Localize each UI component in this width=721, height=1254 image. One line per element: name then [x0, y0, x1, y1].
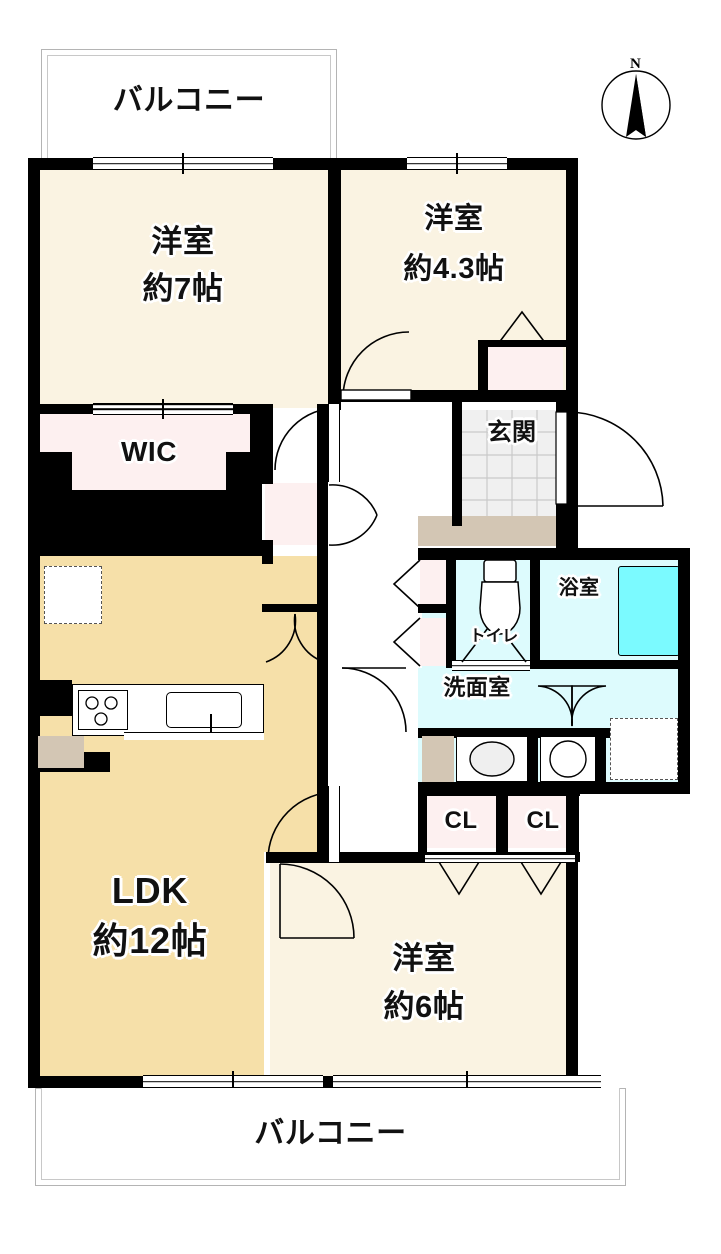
- toilet-surround-left: [400, 556, 422, 668]
- door-toilet-sliding: [452, 660, 530, 671]
- toilet-fixture: [479, 559, 521, 635]
- wall-cl-mid: [496, 790, 508, 862]
- door-hall-closet-b: [392, 617, 421, 667]
- closet-fill-mid-upper: [265, 483, 327, 545]
- kitchen-counter-edge: [124, 732, 264, 740]
- door-senmenshitsu: [341, 667, 407, 733]
- window-room6-bottom-tick: [466, 1071, 468, 1092]
- closet-fill-wic-lower: [70, 454, 228, 490]
- closet-fill-hall-b: [420, 618, 448, 666]
- door-room43: [340, 331, 412, 401]
- wall-outer-right-upper: [566, 158, 578, 560]
- door-corridor-top-panel: [328, 404, 340, 482]
- wall-hall-closet-sep: [418, 604, 448, 613]
- kitchen-side-cabinet: [38, 736, 84, 768]
- door-ldk: [267, 791, 337, 861]
- door-room43-closet: [497, 310, 547, 345]
- wall-corridor-right-upper: [317, 404, 328, 486]
- kitchen-stove-burners: [85, 696, 118, 726]
- window-ldk-bottom-tick: [232, 1071, 234, 1092]
- compass-north-label: N: [630, 56, 641, 72]
- wall-corridor-left-mid: [262, 540, 273, 564]
- wall-wic-bottom: [38, 490, 262, 556]
- wall-corridor-right-lower: [317, 612, 328, 862]
- compass-icon: N: [596, 56, 676, 145]
- door-hall-closet-a: [392, 559, 421, 609]
- wall-toilet-left: [446, 556, 456, 668]
- bathtub: [618, 566, 680, 656]
- window-room7-bottom: [93, 403, 233, 405]
- closet-fill-washitsu43-closet: [487, 345, 563, 391]
- wall-senmen-vanity-sep: [528, 728, 538, 784]
- closet-fill-wic: [38, 412, 260, 454]
- window-room43-top-tick: [456, 153, 458, 174]
- door-washer-fold: [537, 685, 607, 727]
- wall-genkan-right-lower: [556, 496, 567, 548]
- kitchen-sink: [166, 692, 242, 728]
- genkan-tile-grid: [462, 410, 562, 522]
- wall-room6-top-left: [266, 852, 426, 863]
- door-closet-mid-upper: [328, 484, 378, 546]
- room-fill-washitsu-6: [270, 862, 578, 1080]
- wall-room43-closet-left: [478, 340, 488, 402]
- wall-corridor-right-mid: [317, 486, 328, 616]
- closet-fill-cl-left: [425, 796, 497, 848]
- closet-fill-hall-a: [420, 560, 448, 608]
- washing-machine-drum: [549, 740, 587, 778]
- door-ldk-panel: [328, 786, 340, 862]
- door-cl-left: [438, 861, 480, 896]
- wall-corridor-left-upper: [262, 404, 273, 484]
- wall-kitchen-nook-left: [38, 680, 72, 716]
- wall-outer-right-wet: [678, 548, 690, 794]
- kitchen-faucet: [210, 714, 212, 738]
- wall-room43-closet-top: [478, 340, 567, 347]
- wall-corridor-closet-sep: [262, 604, 328, 612]
- wall-genkan-left: [452, 402, 462, 526]
- genkan-step: [418, 516, 562, 546]
- wall-between-room7-room43: [328, 158, 341, 410]
- wall-cl-right: [570, 786, 579, 862]
- door-cl-right: [520, 861, 562, 896]
- storage-dashed: [610, 718, 678, 780]
- wall-cl-left: [418, 786, 427, 862]
- window-cl-front: [425, 854, 575, 863]
- door-closet-mid-lower: [265, 613, 325, 663]
- ldk-alcove-dashed: [44, 566, 102, 624]
- kitchen-stove: [78, 690, 128, 730]
- room-fill-washitsu-7: [38, 168, 328, 408]
- window-room7-top-tick: [182, 153, 184, 174]
- wall-outer-left: [28, 158, 40, 1088]
- window-wic-top-tick: [162, 399, 164, 419]
- balcony-bottom-inner: [41, 1088, 620, 1180]
- door-genkan-entrance: [555, 411, 664, 507]
- wall-bath-bottom: [530, 660, 690, 669]
- door-room6: [279, 863, 355, 939]
- vanity-basin: [469, 741, 515, 777]
- wall-toilet-right: [530, 556, 540, 668]
- wall-wet-top: [418, 548, 690, 560]
- room-fill-ldk: [38, 556, 264, 1080]
- wall-senmen-bottom: [418, 728, 690, 738]
- vanity-side-cabinet: [422, 736, 454, 782]
- wall-senmen-wm-sep: [596, 728, 606, 784]
- balcony-top-inner: [47, 55, 331, 159]
